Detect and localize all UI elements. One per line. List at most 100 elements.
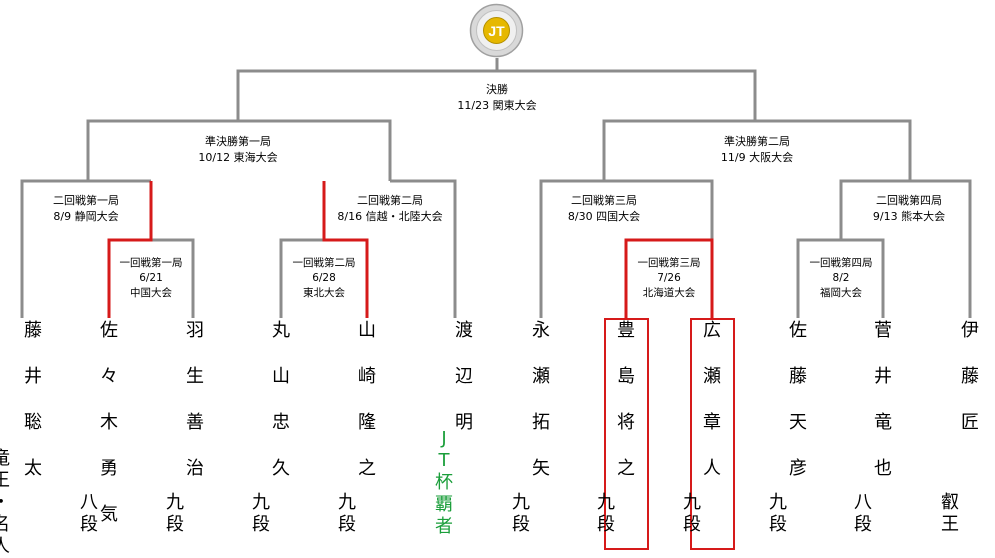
player-title-char: 八: [854, 492, 872, 513]
round2-1-name: 二回戦第一局: [53, 194, 119, 207]
player-name-char: 也: [874, 458, 892, 479]
semi2-date-venue: 11/9 大阪大会: [720, 151, 794, 164]
player-column: 佐藤天彦九段: [769, 320, 818, 535]
round1-4-name: 一回戦第四局: [809, 257, 873, 269]
round1-3-venue: 北海道大会: [642, 287, 696, 299]
player-name-char: 之: [358, 458, 376, 479]
round1-1-venue: 中国大会: [130, 287, 172, 299]
player-name-char: 佐: [100, 320, 118, 341]
player-name-char: 広: [703, 320, 721, 341]
player-name-char: 将: [617, 412, 635, 433]
player-name-char: 人: [703, 458, 721, 479]
player-title-char: 者: [435, 516, 453, 537]
player-title-char: ・: [0, 492, 21, 514]
player-title-char: J: [441, 428, 447, 449]
round1-2-label: 一回戦第二局 6/28 東北大会: [292, 256, 356, 301]
player-name-char: 伊: [961, 320, 979, 341]
round1-2-name: 一回戦第二局: [292, 257, 356, 269]
player-title-char: 段: [338, 514, 356, 535]
round2-2-label: 二回戦第二局 8/16 信越・北陸大会: [337, 193, 443, 225]
jt-logo-icon: JT: [469, 3, 524, 58]
player-title-char: 九: [769, 492, 787, 513]
player-name-char: 治: [186, 458, 204, 479]
player-name-char: 井: [24, 366, 42, 387]
player-column: 豊島将之九段: [597, 320, 646, 535]
player-column: 山崎隆之九段: [338, 320, 387, 535]
round2-4-label: 二回戦第四局 9/13 熊本大会: [872, 193, 946, 225]
round2-3-date-venue: 8/30 四国大会: [567, 210, 641, 223]
player-column: 羽生善治九段: [166, 320, 215, 535]
player-name-char: 藤: [961, 366, 979, 387]
player-name-char: 豊: [617, 320, 635, 341]
player-title: 八段: [69, 492, 109, 536]
round1-3-label: 一回戦第三局 7/26 北海道大会: [637, 256, 701, 301]
round1-3-date: 7/26: [657, 272, 681, 284]
player-title-char: 九: [683, 492, 701, 513]
round1-1-date: 6/21: [139, 272, 163, 284]
player-name-char: 丸: [272, 320, 290, 341]
player-title-char: 九: [338, 492, 356, 513]
round1-4-label: 一回戦第四局 8/2 福岡大会: [809, 256, 873, 301]
player-column: 広瀬章人九段: [683, 320, 732, 535]
player-name-char: 渡: [455, 320, 473, 341]
round1-3-name: 一回戦第三局: [637, 257, 701, 269]
player-name-char: 明: [455, 412, 473, 433]
round2-2-name: 二回戦第二局: [356, 194, 423, 207]
player-name-char: 々: [100, 366, 118, 387]
player-title-char: 段: [683, 514, 701, 535]
semi2-label: 準決勝第二局 11/9 大阪大会: [720, 134, 794, 166]
round2-3-name: 二回戦第三局: [570, 194, 637, 207]
player-name-char: 辺: [455, 366, 473, 387]
player-title-char: 竜: [0, 448, 10, 469]
player-title-char: 八: [80, 492, 98, 513]
player-column: 丸山忠久九段: [252, 320, 301, 535]
player-name-char: 島: [617, 366, 635, 387]
player-name-char: 竜: [874, 412, 892, 433]
final-label: 決勝 11/23 関東大会: [457, 82, 537, 114]
player-name-char: 生: [186, 366, 204, 387]
player-title-char: 名: [0, 514, 10, 535]
player-name-char: 菅: [874, 320, 892, 341]
player-title-char: 段: [252, 514, 270, 535]
player-title: 竜王・名人: [0, 448, 21, 558]
player-name-char: 隆: [358, 412, 376, 433]
bracket-grey-lines: [20, 58, 972, 318]
highlight-box-toyoshima: [604, 318, 649, 550]
player-column: 菅井竜也八段: [854, 320, 903, 535]
final-date-venue: 11/23 関東大会: [457, 99, 537, 112]
player-title: 九段: [586, 492, 626, 536]
round2-1-date-venue: 8/9 静岡大会: [53, 210, 119, 223]
player-title: 九段: [672, 492, 712, 536]
player-name-char: 井: [874, 366, 892, 387]
player-column: 伊藤匠叡王: [941, 320, 990, 535]
player-name-char: 之: [617, 458, 635, 479]
player-name-char: 山: [272, 366, 290, 387]
player-title-char: 段: [80, 514, 98, 535]
round2-4-name: 二回戦第四局: [875, 194, 942, 207]
player-title-char: 段: [166, 514, 184, 535]
player-name-char: 永: [532, 320, 550, 341]
player-title: 九段: [241, 492, 281, 536]
player-name-char: 章: [703, 412, 721, 433]
player-name-char: 匠: [961, 412, 979, 433]
player-name-char: 羽: [186, 320, 204, 341]
player-name-char: 善: [186, 412, 204, 433]
player-title-char: 段: [854, 514, 872, 535]
player-title: 叡王: [930, 492, 970, 536]
player-name-char: 瀬: [532, 366, 550, 387]
svg-text:JT: JT: [488, 23, 505, 39]
player-title-char: 人: [0, 536, 10, 557]
player-title-char: 王: [941, 514, 959, 535]
player-name-char: 山: [358, 320, 376, 341]
player-name-char: 佐: [789, 320, 807, 341]
player-name-char: 木: [100, 412, 118, 433]
player-name-char: 藤: [24, 320, 42, 341]
semi1-label: 準決勝第一局 10/12 東海大会: [198, 134, 278, 166]
player-name-char: 聡: [24, 412, 42, 433]
player-title-char: 段: [597, 514, 615, 535]
player-name-char: 瀬: [703, 366, 721, 387]
